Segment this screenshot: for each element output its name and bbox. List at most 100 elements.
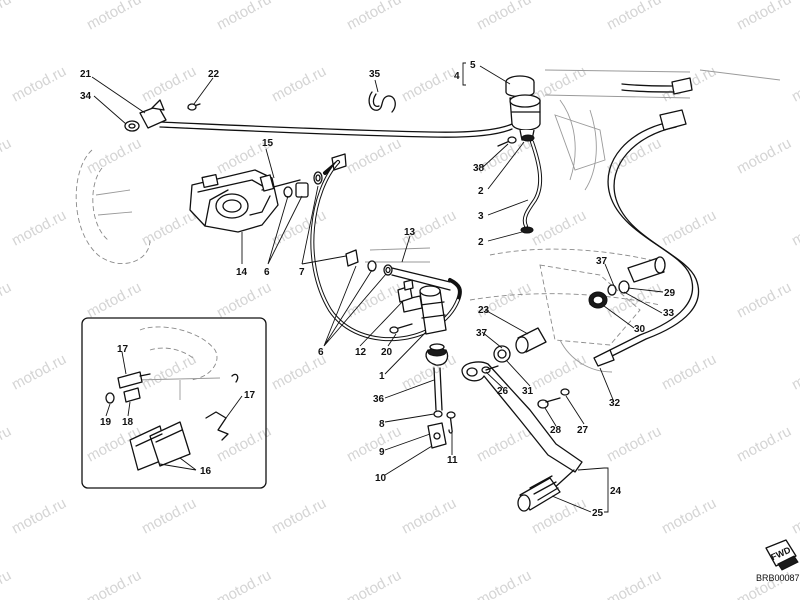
callout-3: 3 bbox=[478, 211, 484, 222]
watermark-text-3: motod.ru bbox=[344, 0, 404, 34]
watermark-text-4: motod.ru bbox=[474, 0, 534, 34]
background-frame-outline bbox=[75, 69, 781, 373]
callout-32: 32 bbox=[609, 398, 621, 409]
brake-light-switch-cable bbox=[593, 77, 700, 367]
watermark-text-36: motod.ru bbox=[139, 351, 199, 394]
callout-33: 33 bbox=[663, 308, 675, 319]
brake-light-cable bbox=[124, 99, 513, 138]
watermark-text-30: motod.ru bbox=[214, 279, 274, 322]
watermark-text-17: motod.ru bbox=[344, 135, 404, 178]
cable-clip bbox=[368, 91, 396, 113]
callout-27: 27 bbox=[577, 425, 589, 436]
watermark-text-39: motod.ru bbox=[529, 351, 589, 394]
callout-6-upper: 6 bbox=[264, 267, 270, 278]
callout-2-upper: 2 bbox=[478, 186, 484, 197]
watermark-text-56: motod.ru bbox=[0, 567, 14, 600]
pedal-pivot-parts bbox=[481, 327, 547, 374]
brake-caliper bbox=[189, 169, 279, 233]
callout-labels: 21 34 22 35 15 14 6 7 4 5 38 2 3 2 13 6 … bbox=[80, 60, 676, 519]
callout-38: 38 bbox=[473, 163, 485, 174]
callout-11: 11 bbox=[447, 455, 458, 466]
watermark-text-26: motod.ru bbox=[659, 207, 719, 250]
watermark-text-2: motod.ru bbox=[214, 0, 274, 34]
callout-31: 31 bbox=[522, 386, 534, 397]
callout-9: 9 bbox=[379, 447, 385, 458]
callout-1: 1 bbox=[379, 371, 385, 382]
callout-17-inset-right: 17 bbox=[244, 390, 256, 401]
callout-26: 26 bbox=[497, 386, 509, 397]
watermark-text-55: motod.ru bbox=[789, 495, 800, 538]
leader-lines bbox=[91, 62, 664, 513]
watermark-text-49: motod.ru bbox=[9, 495, 69, 538]
watermark-text-14: motod.ru bbox=[0, 135, 14, 178]
watermark-text-25: motod.ru bbox=[529, 207, 589, 250]
pedal-bolts bbox=[537, 388, 570, 409]
reservoir-hose bbox=[520, 140, 543, 234]
callout-24: 24 bbox=[610, 486, 622, 497]
watermark-text-51: motod.ru bbox=[269, 495, 329, 538]
callout-16: 16 bbox=[200, 466, 212, 477]
watermark-text-29: motod.ru bbox=[84, 279, 144, 322]
callout-34: 34 bbox=[80, 91, 92, 102]
caliper-bolt bbox=[259, 174, 301, 192]
callout-36: 36 bbox=[373, 394, 385, 405]
callout-4: 4 bbox=[454, 71, 460, 82]
watermark-text-10: motod.ru bbox=[399, 63, 459, 106]
callout-19: 19 bbox=[100, 417, 112, 428]
callout-25: 25 bbox=[592, 508, 604, 519]
drawing-code: BRB00087 bbox=[756, 573, 800, 583]
watermark-text-61: motod.ru bbox=[604, 567, 664, 600]
callout-29: 29 bbox=[664, 288, 676, 299]
rear-master-cylinder bbox=[397, 279, 456, 449]
watermark-text-50: motod.ru bbox=[139, 495, 199, 538]
callout-15: 15 bbox=[262, 138, 274, 149]
watermark-text-6: motod.ru bbox=[734, 0, 794, 34]
watermark-text-46: motod.ru bbox=[474, 423, 534, 466]
brake-light-switch bbox=[588, 256, 666, 309]
callout-5: 5 bbox=[470, 60, 476, 71]
watermark-text-48: motod.ru bbox=[734, 423, 794, 466]
master-cylinder-banjo bbox=[345, 249, 451, 291]
watermark-text-27: motod.ru bbox=[789, 207, 800, 250]
watermark-text-44: motod.ru bbox=[214, 423, 274, 466]
callout-22: 22 bbox=[208, 69, 220, 80]
forward-direction-badge: FWD bbox=[765, 539, 799, 571]
callout-30: 30 bbox=[634, 324, 646, 335]
callout-28: 28 bbox=[550, 425, 562, 436]
watermark-text-45: motod.ru bbox=[344, 423, 404, 466]
brake-pedal bbox=[461, 361, 583, 512]
watermark-text-5: motod.ru bbox=[604, 0, 664, 34]
watermark-text-7: motod.ru bbox=[9, 63, 69, 106]
watermark-text-60: motod.ru bbox=[474, 567, 534, 600]
inset-detail-box bbox=[81, 317, 267, 489]
watermark-text-52: motod.ru bbox=[399, 495, 459, 538]
callout-10: 10 bbox=[375, 473, 387, 484]
watermark-text-20: motod.ru bbox=[734, 135, 794, 178]
watermark-text-9: motod.ru bbox=[269, 63, 329, 106]
bolt-22 bbox=[187, 103, 201, 111]
watermark-text-57: motod.ru bbox=[84, 567, 144, 600]
reservoir-screw bbox=[497, 136, 517, 147]
watermark-text-58: motod.ru bbox=[214, 567, 274, 600]
callout-20: 20 bbox=[381, 347, 393, 358]
callout-12: 12 bbox=[355, 347, 367, 358]
watermark-text-23: motod.ru bbox=[269, 207, 329, 250]
callout-23: 23 bbox=[478, 305, 490, 316]
watermark-text-21: motod.ru bbox=[9, 207, 69, 250]
watermark-text-35: motod.ru bbox=[9, 351, 69, 394]
callout-7: 7 bbox=[299, 267, 305, 278]
callout-37-right: 37 bbox=[596, 256, 608, 267]
callout-6-lower: 6 bbox=[318, 347, 324, 358]
watermark-text-59: motod.ru bbox=[344, 567, 404, 600]
watermark-text-54: motod.ru bbox=[659, 495, 719, 538]
watermark-text-41: motod.ru bbox=[789, 351, 800, 394]
callout-35: 35 bbox=[369, 69, 381, 80]
callout-18: 18 bbox=[122, 417, 134, 428]
watermark-text-8: motod.ru bbox=[139, 63, 199, 106]
callout-17-inset-left: 17 bbox=[117, 344, 129, 355]
watermark-text-22: motod.ru bbox=[139, 207, 199, 250]
callout-37-middle: 37 bbox=[476, 328, 488, 339]
brake-fluid-reservoir bbox=[505, 75, 541, 142]
watermark-text-28: motod.ru bbox=[0, 279, 14, 322]
